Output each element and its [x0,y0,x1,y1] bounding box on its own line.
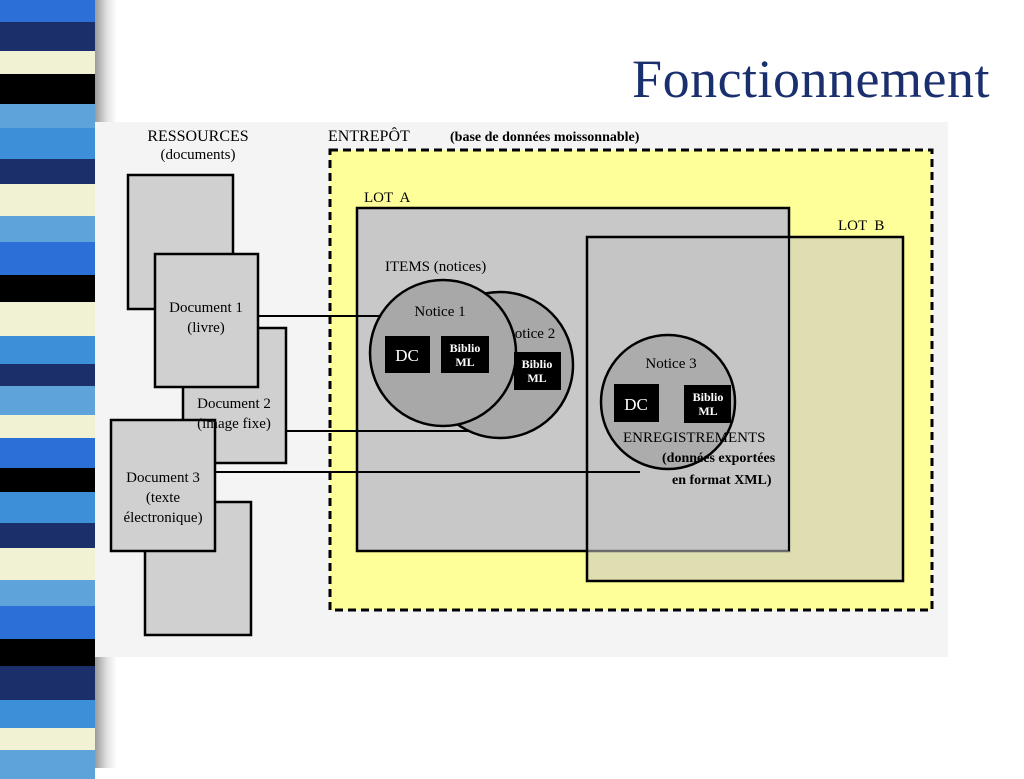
records-heading: ENREGISTREMENTS [623,430,766,446]
notice-3-dc: DC [624,395,648,414]
document-2-type: (image fixe) [197,416,271,432]
stripe-band [0,548,95,580]
records-detail-2: en format XML) [672,473,772,488]
lot-a-label: LOT A [364,190,411,206]
notice-3-label: Notice 3 [645,356,696,372]
stripe-band [0,104,95,128]
decorative-stripe [0,0,118,779]
stripe-band [0,364,95,386]
stripe-band [0,275,95,302]
notice-3-ml: ML [698,404,717,418]
document-1-title: Document 1 [169,300,243,316]
resources-subheading: (documents) [161,147,236,163]
notice-1-biblio: Biblio [450,341,481,355]
notice-3-biblio: Biblio [693,390,724,404]
stripe-band [0,51,95,74]
notice-1-biblioml-box [441,336,489,373]
stripe-band [0,128,95,159]
stripe-band [0,159,95,184]
slide-title: Fonctionnement [632,49,990,109]
notice-3-biblioml-box [684,385,731,423]
records-detail-1: (données exportées [662,451,776,466]
stripe-band [0,728,95,750]
stripe-band [0,242,95,275]
document-2-title: Document 2 [197,396,271,412]
document-3-type-2: électronique) [123,510,202,526]
stripe-band [0,216,95,242]
stripe-band [0,580,95,606]
stripe-band [0,415,95,438]
stripe-band [0,336,95,364]
notice-1-label: Notice 1 [414,304,465,320]
items-label: ITEMS (notices) [385,259,486,275]
notice-3-dc-box [614,384,659,422]
stripe-band [0,523,95,548]
stripe-band [0,386,95,415]
stripe-band [0,750,95,779]
lot-b-label: LOT B [838,218,884,234]
warehouse-subheading: (base de données moissonnable) [450,130,640,145]
stripe-band [0,700,95,728]
notice-2-label: otice 2 [515,326,555,342]
notice-1-dc-box [385,336,430,373]
notice-1-dc: DC [395,346,419,365]
stripe-band [0,0,95,22]
notice-3-circle [599,333,737,471]
document-3-type-1: (texte [146,490,180,506]
stripe-band [0,184,95,216]
notice-2-biblio: Biblio [522,357,553,371]
stripe-band [0,492,95,523]
resources-heading: RESSOURCES [147,128,248,145]
document-3-card [109,418,217,553]
stripe-band [0,74,95,104]
diagram-panel: RESSOURCES (documents) ENTREPÔT (base de… [95,122,948,657]
notice-2-ml: ML [527,371,546,385]
stripe-band [0,438,95,468]
notice-2-biblioml-box [514,352,561,390]
stripe-band [0,666,95,700]
stripe-band [0,606,95,639]
stripe-band [0,22,95,51]
warehouse-heading: ENTREPÔT [328,126,410,145]
document-1-card [153,252,260,389]
stripe-band [0,468,95,492]
workflow-diagram: RESSOURCES (documents) ENTREPÔT (base de… [109,126,934,637]
stripe-band [0,302,95,336]
notice-1-ml: ML [455,355,474,369]
stripe-band [0,639,95,666]
document-3-title: Document 3 [126,470,200,486]
document-1-type: (livre) [187,320,224,336]
